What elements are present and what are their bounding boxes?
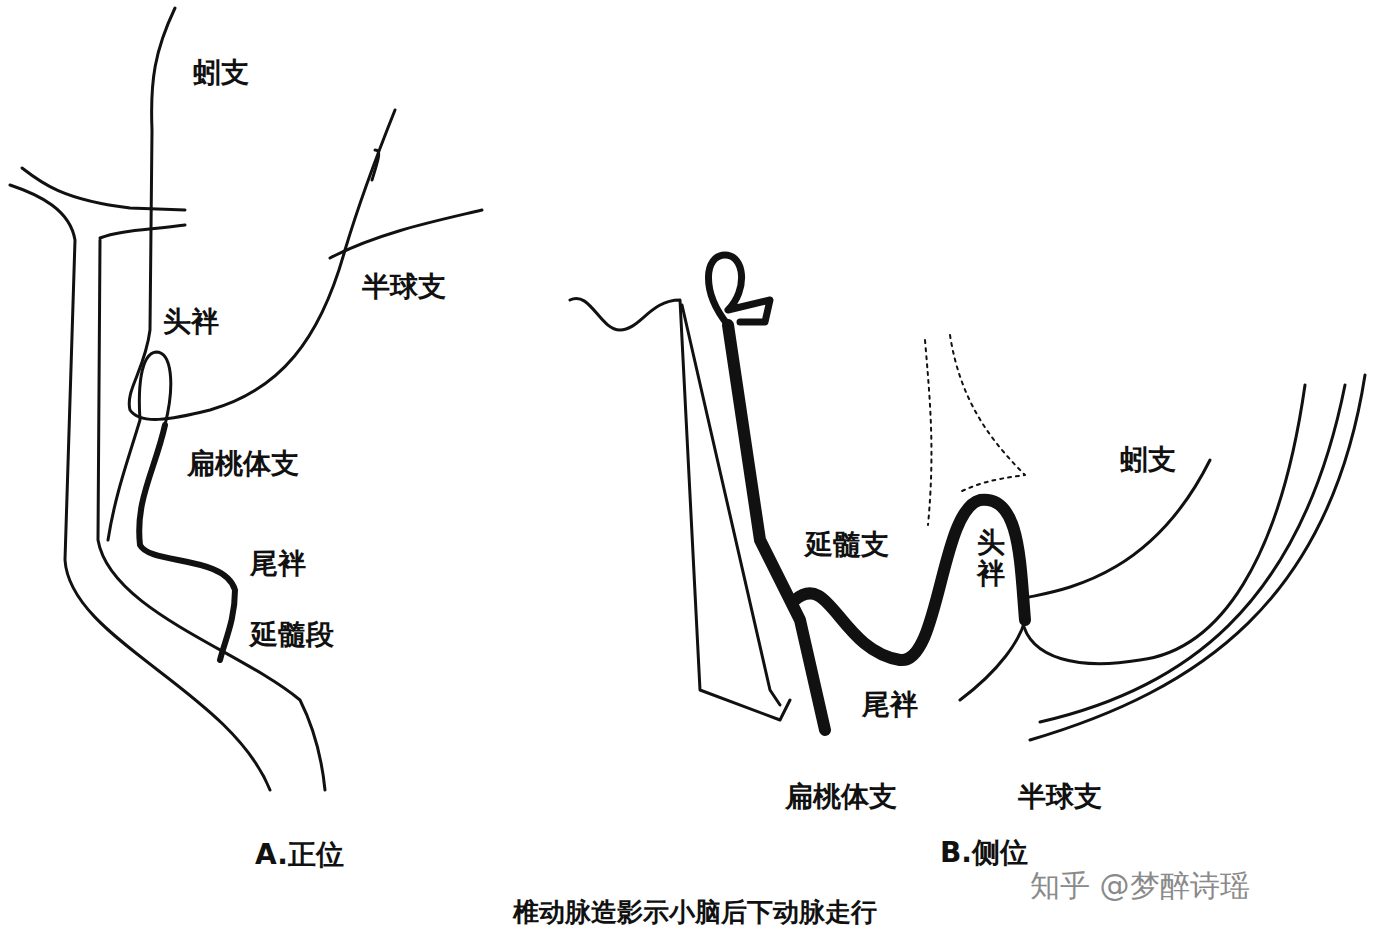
anatomy-label: 半球支 (1018, 780, 1102, 814)
anatomy-label: B.侧位 (940, 836, 1028, 870)
anatomy-label: 头袢 (977, 528, 1005, 590)
anatomy-label: A.正位 (255, 838, 344, 872)
anatomy-label: 半球支 (362, 270, 446, 304)
anatomy-label: 延髓支 (805, 528, 889, 562)
anatomy-label: 蚓支 (1120, 443, 1176, 477)
anatomy-label: 扁桃体支 (187, 447, 299, 481)
anatomy-label: 蚓支 (193, 56, 249, 90)
anatomy-label: 延髓段 (250, 618, 334, 652)
anatomy-label: 扁桃体支 (785, 780, 897, 814)
figure-caption: 椎动脉造影示小脑后下动脉走行 (513, 895, 877, 930)
anatomy-label: 头袢 (163, 305, 219, 339)
anatomy-label: 尾袢 (250, 547, 306, 581)
watermark: 知乎 @梦醉诗瑶 (1030, 868, 1250, 904)
anatomy-label: 尾袢 (862, 688, 918, 722)
